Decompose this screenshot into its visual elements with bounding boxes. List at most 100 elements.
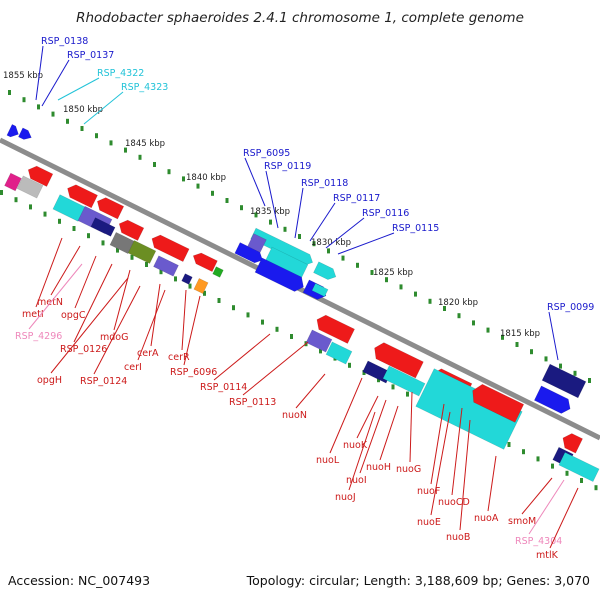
leader-line-rsp-0119	[265, 170, 279, 229]
tick-dot	[275, 326, 279, 332]
leader-line-rsp-0099	[548, 311, 559, 361]
gene-feature-feat-07	[16, 175, 44, 199]
leader-line-rsp-6095	[244, 157, 266, 207]
gene-label-rsp-6096: RSP_6096	[170, 367, 217, 378]
tick-dot	[327, 248, 330, 254]
gene-label-smom: smoM	[508, 516, 536, 527]
tick-dot	[159, 269, 163, 275]
tick-dot	[29, 204, 32, 210]
gene-label-nuoa: nuoA	[474, 513, 499, 524]
gene-feature-feat-03	[250, 227, 314, 266]
gene-feature-feat-28	[316, 314, 355, 344]
leader-line-nuoj	[348, 411, 376, 491]
tick-dot	[87, 233, 90, 239]
gene-feature-feat-27	[254, 257, 304, 292]
tick-dot	[290, 334, 293, 339]
gene-feature-feat-29	[305, 329, 333, 353]
gene-label-rsp-0117: RSP_0117	[333, 193, 380, 204]
leader-line-smom	[521, 477, 553, 515]
tick-dot	[594, 485, 598, 491]
tick-dot	[196, 183, 200, 189]
gene-label-rsp-0138: RSP_0138	[41, 36, 88, 47]
tick-dot	[80, 126, 84, 131]
gene-feature-feat-21	[193, 278, 209, 294]
gene-label-nuocd: nuoCD	[438, 497, 470, 508]
tick-dot	[443, 306, 446, 311]
tick-dot	[182, 176, 185, 182]
gene-feature-feat-12	[90, 217, 116, 237]
leader-line-rsp-4304	[528, 479, 565, 535]
leader-line-rsp-0124	[93, 285, 141, 375]
tick-label-1815kbp: 1815 kbp	[500, 329, 540, 339]
tick-dot	[298, 234, 301, 239]
tick-dot	[211, 190, 214, 196]
gene-feature-feat-23	[247, 233, 267, 253]
leader-line-rsp-0137	[41, 59, 70, 107]
tick-dot	[116, 247, 119, 253]
gene-feature-feat-18	[192, 252, 218, 273]
tick-dot	[101, 240, 105, 246]
gene-label-rsp-0124: RSP_0124	[80, 376, 127, 387]
tick-dot	[565, 470, 569, 476]
tick-dot	[188, 283, 192, 289]
gene-label-rsp-0137: RSP_0137	[67, 50, 114, 61]
tick-dot	[225, 198, 229, 203]
tick-dot	[0, 190, 3, 195]
leader-line-nuoh	[379, 405, 399, 461]
gene-features	[4, 124, 600, 483]
tick-dot	[319, 348, 322, 354]
leader-line-rsp-0116	[325, 217, 365, 249]
leader-line-opgh	[50, 277, 129, 374]
tick-dot	[551, 463, 554, 469]
plus-strand-labels: RSP_0138RSP_0137RSP_4322RSP_4323RSP_6095…	[35, 36, 594, 361]
leader-line-nuok	[356, 395, 379, 439]
gene-label-nuog: nuoG	[396, 464, 421, 475]
gene-label-cerr: cerR	[168, 352, 190, 363]
leader-line-nuoa	[487, 455, 497, 512]
gene-feature-feat-39	[562, 433, 583, 454]
leader-line-nuol	[329, 377, 363, 454]
tick-dot	[124, 147, 127, 153]
gene-label-meti: metI	[22, 309, 44, 320]
leader-line-rsp-6096	[183, 295, 201, 366]
map-title: Rhodobacter sphaeroides 2.4.1 chromosome…	[76, 10, 524, 26]
tick-dot	[515, 342, 519, 347]
tick-dot	[145, 262, 148, 267]
tick-dot	[43, 211, 47, 217]
tick-dot	[356, 262, 359, 268]
tick-label-1825kbp: 1825 kbp	[373, 268, 413, 278]
gene-feature-feat-41	[558, 451, 600, 483]
tick-dot	[153, 162, 156, 167]
gene-feature-feat-06	[4, 172, 22, 192]
gene-feature-feat-16	[153, 255, 179, 277]
gene-feature-feat-30	[325, 341, 353, 365]
tick-dot	[95, 133, 98, 139]
gene-label-nuoe: nuoE	[417, 517, 441, 528]
gene-label-nuoj: nuoJ	[335, 492, 356, 503]
gene-feature-feat-17	[151, 234, 190, 263]
tick-dot	[72, 226, 76, 231]
gene-label-rsp-6095: RSP_6095	[243, 148, 290, 159]
leader-line-rsp-0117	[309, 202, 336, 242]
leader-line-nuof	[430, 403, 445, 485]
gene-feature-feat-37	[541, 363, 587, 399]
gene-label-rsp-0114: RSP_0114	[200, 382, 247, 393]
tick-dot	[370, 270, 374, 275]
leader-line-metn	[50, 245, 81, 296]
tick-dot	[58, 218, 61, 224]
tick-dot	[66, 118, 69, 124]
tick-label-1820kbp: 1820 kbp	[438, 298, 478, 308]
tick-dot	[580, 478, 583, 483]
tick-dot	[109, 140, 113, 146]
leader-line-nuob	[459, 419, 471, 531]
gene-label-opgc: opgC	[61, 310, 86, 321]
leader-line-opgc	[74, 255, 97, 309]
gene-label-opgh: opgH	[37, 375, 62, 386]
tick-dot	[312, 241, 316, 247]
leader-line-rsp-0114	[213, 333, 271, 381]
tick-dot	[240, 205, 243, 211]
leader-line-rsp-0138	[35, 45, 44, 101]
leader-line-rsp-0113	[242, 341, 309, 396]
